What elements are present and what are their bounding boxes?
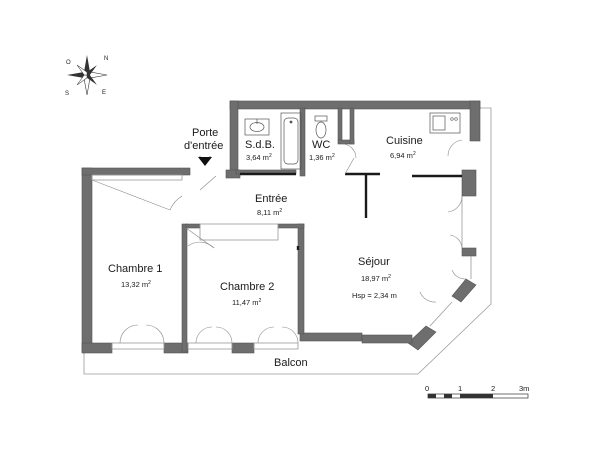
sink-icon: [244, 118, 270, 136]
room-chambre2-name: Chambre 2: [220, 281, 274, 293]
room-chambre1-name: Chambre 1: [108, 263, 162, 275]
room-sdb-name: S.d.B.: [245, 139, 275, 151]
compass-north-label: N: [104, 56, 108, 62]
bedroom-windows: [91, 174, 299, 350]
room-cuisine-name: Cuisine: [386, 135, 423, 147]
living-windows: [429, 196, 472, 327]
room-sejour-height: Hsp = 2,34 m: [352, 291, 397, 300]
room-chambre2-area: 11,47 m2: [232, 298, 262, 307]
room-sdb-area: 3,64 m2: [246, 153, 272, 162]
bathtub-icon: [280, 112, 302, 170]
room-chambre1-area: 13,32 m2: [121, 280, 151, 289]
scale-tick-0: 0: [425, 384, 429, 393]
entrance-label-line1: Porte: [192, 127, 218, 139]
scale-tick-3: 3m: [519, 384, 529, 393]
scale-tick-1: 1: [458, 384, 462, 393]
kitchen-sink-icon: [429, 112, 461, 134]
door-swings: [91, 139, 467, 344]
compass-west-label: O: [66, 60, 71, 66]
room-sejour-area: 18,97 m2: [361, 274, 391, 283]
room-entree-name: Entrée: [255, 193, 287, 205]
compass-south-label: S: [65, 91, 69, 97]
entrance-label-line2: d'entrée: [184, 140, 223, 152]
scale-tick-2: 2: [491, 384, 495, 393]
compass-east-label: E: [102, 90, 106, 96]
balcony-outline: [83, 107, 492, 375]
room-sejour-name: Séjour: [358, 256, 390, 268]
partition-lines: [240, 172, 462, 250]
room-balcon-name: Balcon: [274, 357, 308, 369]
room-wc-name: WC: [312, 139, 330, 151]
exterior-walls: [81, 100, 481, 354]
toilet-icon: [314, 115, 328, 139]
interior-walls: [181, 107, 355, 353]
room-wc-area: 1,36 m2: [309, 153, 335, 162]
room-cuisine-area: 6,94 m2: [390, 151, 416, 160]
room-entree-area: 8,11 m2: [257, 208, 282, 217]
scale-bar: 0 1 2 3m: [425, 384, 529, 399]
compass-rose-icon: N E S O: [65, 55, 108, 97]
